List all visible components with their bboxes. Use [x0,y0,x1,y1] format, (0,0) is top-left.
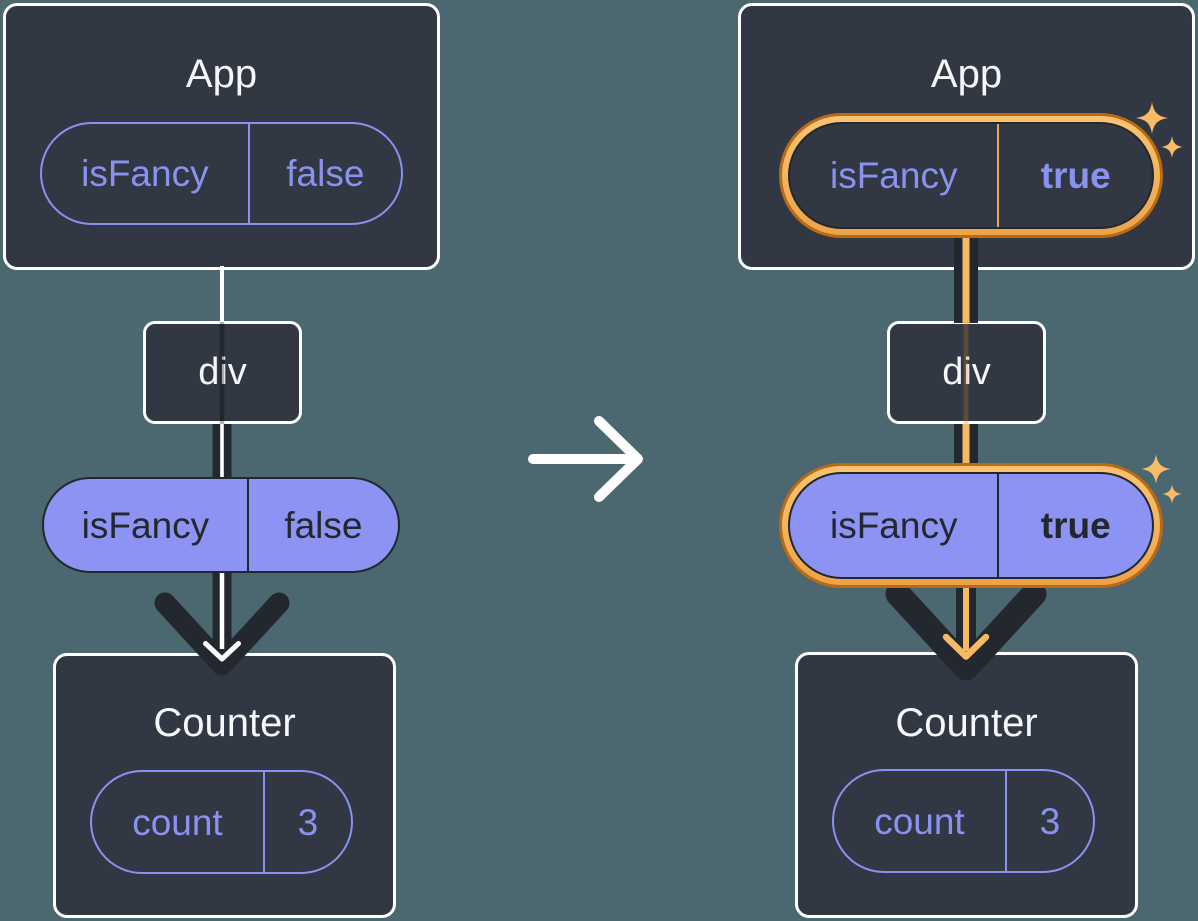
state-pill-value: false [286,153,365,194]
counter-state-value: 3 [1039,800,1061,842]
prop-pill-highlighted: isFancy true [779,463,1163,588]
div-node-title: div [198,351,247,393]
prop-pill-value: false [284,504,363,546]
state-pill-highlighted: isFancy true [779,113,1163,238]
counter-state-value: 3 [297,801,319,843]
state-pill-value: true [1040,155,1111,196]
prop-pill: isFancy false [42,477,400,573]
prop-pill-key: isFancy [790,474,1000,577]
app-title: App [185,52,258,96]
counter-state-key: count [92,772,265,872]
counter-state-pill: count 3 [832,769,1095,873]
prop-pill-value: true [1040,505,1111,546]
counter-title: Counter [153,701,296,745]
prop-pill-key: isFancy [44,479,249,571]
arrow-right-head [594,416,643,502]
state-pill-key: isFancy [42,124,250,223]
counter-title: Counter [895,701,1038,745]
div-node-title: div [942,351,991,393]
counter-state-key: count [834,771,1007,871]
counter-state-pill: count 3 [90,770,353,874]
sparkle-icon [1141,454,1171,484]
div-node-card: div [143,321,302,424]
div-node-card: div [887,321,1046,424]
app-title: App [930,52,1003,96]
state-pill-key: isFancy [790,124,1000,227]
sparkle-icon [1162,484,1182,504]
state-pill: isFancy false [40,122,403,225]
arrow-right-icon [528,416,643,502]
